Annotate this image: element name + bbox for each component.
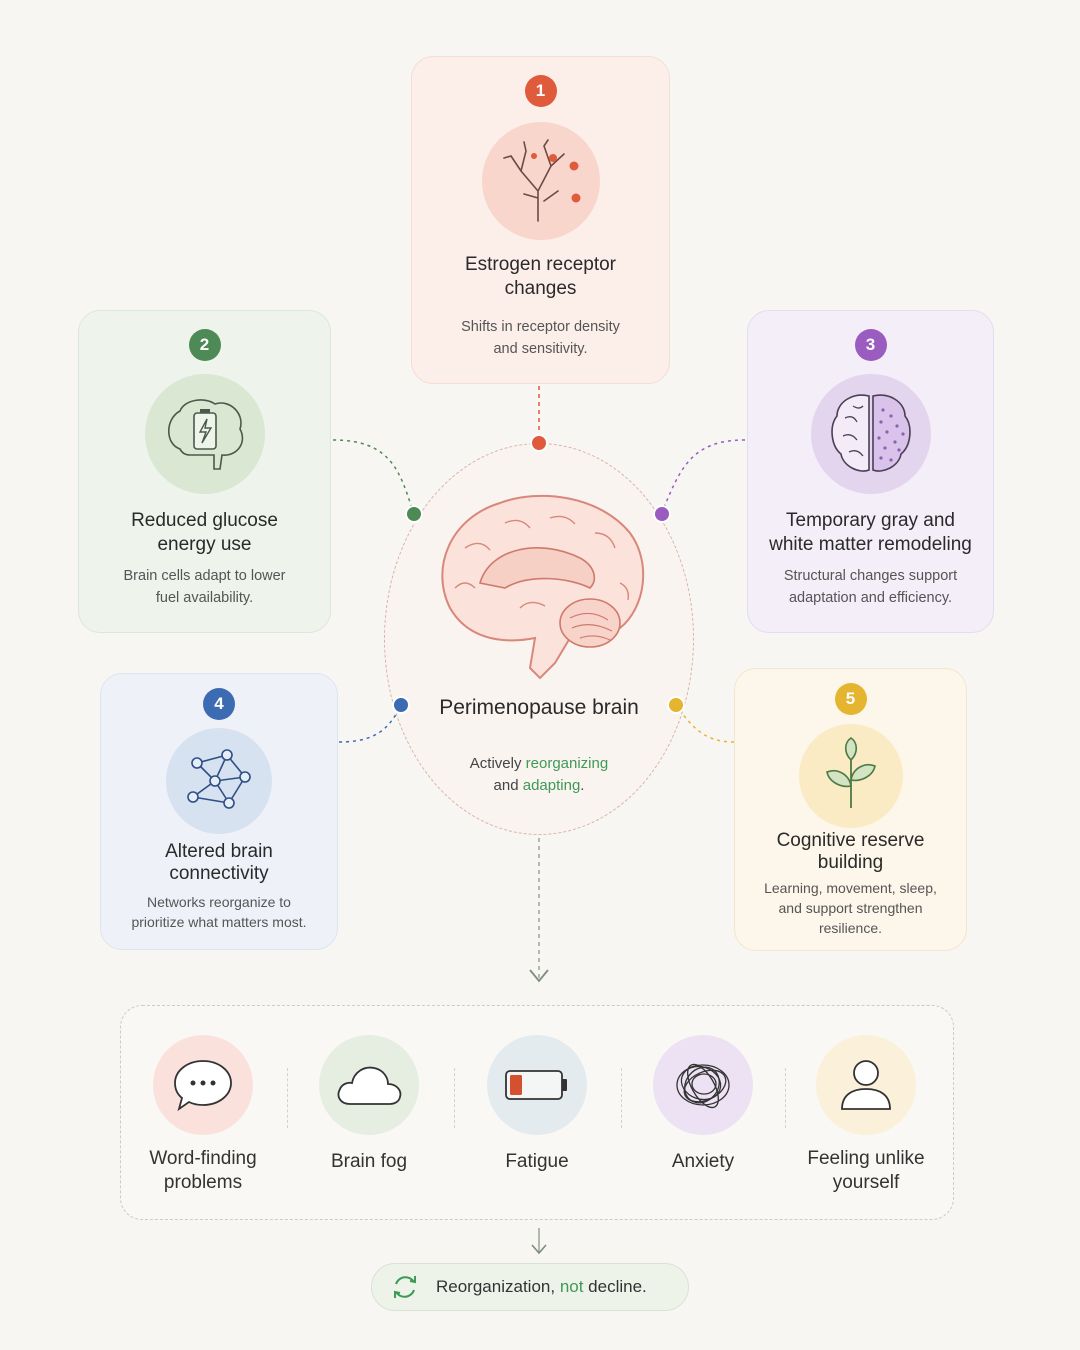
cycle-arrows-icon — [394, 1276, 416, 1298]
sprout-icon — [798, 724, 903, 828]
step-badge: 2 — [188, 329, 221, 361]
network-icon — [166, 728, 272, 834]
card-title: Altered brain connectivity — [165, 841, 273, 884]
step-badge: 3 — [854, 329, 887, 361]
divider — [785, 1068, 786, 1128]
card-cognitive-reserve: 5 Cognitive reserve building Learning, m… — [734, 668, 967, 951]
card-description: Structural changes support adaptation an… — [783, 568, 958, 606]
card-title: Estrogen receptor changes — [464, 254, 617, 299]
step-badge: 4 — [203, 688, 235, 720]
brain-hemispheres-icon — [810, 374, 931, 494]
card-title: Temporary gray and white matter remodeli… — [769, 510, 972, 555]
low-battery-icon — [487, 1035, 587, 1135]
down-arrow-head-2 — [531, 1244, 547, 1255]
highlight-reorganizing: reorganizing — [525, 755, 609, 772]
card-brain-connectivity: 4 Altered brain connectivity Networks re… — [100, 673, 338, 950]
divider — [287, 1068, 288, 1128]
symptom-label: Fatigue — [505, 1151, 569, 1172]
connector-dot-3 — [653, 505, 671, 523]
brain-sagittal-icon — [441, 494, 645, 680]
card-title: Reduced glucose energy use — [131, 510, 278, 555]
step-badge: 5 — [834, 683, 867, 715]
neuron-receptor-icon — [481, 122, 600, 240]
center-title: Perimenopause brain — [439, 696, 639, 719]
conclusion-text: Reorganization, not decline. — [436, 1277, 647, 1296]
cloud-icon — [319, 1035, 419, 1135]
symptom-label: Word-finding problems — [149, 1148, 257, 1193]
step-badge: 1 — [524, 75, 557, 107]
symptom-label: Feeling unlike yourself — [807, 1148, 925, 1193]
connector-dot-2 — [405, 505, 423, 523]
highlight-adapting: adapting — [522, 777, 581, 794]
divider — [454, 1068, 455, 1128]
connector-dot-4 — [392, 696, 410, 714]
brain-battery-icon — [144, 374, 265, 494]
card-title: Cognitive reserve building — [776, 830, 925, 873]
connector-2 — [332, 439, 414, 513]
conclusion-highlight: not — [559, 1277, 584, 1296]
center-description: Actively reorganizing and adapting. — [469, 755, 609, 794]
connector-dot-1 — [530, 434, 548, 452]
speech-bubble-icon — [153, 1035, 253, 1135]
card-glucose-energy: 2 Reduced glucose energy use Brain cells… — [78, 310, 331, 633]
card-description: Shifts in receptor density and sensitivi… — [461, 319, 620, 357]
card-description: Brain cells adapt to lower fuel availabi… — [123, 568, 286, 606]
symptom-label: Brain fog — [330, 1151, 408, 1172]
down-arrow-head — [529, 969, 549, 983]
scribble-icon — [653, 1035, 753, 1135]
connector-3 — [661, 439, 746, 513]
divider — [621, 1068, 622, 1128]
connector-dot-5 — [667, 696, 685, 714]
card-description: Learning, movement, sleep, and support s… — [764, 880, 937, 936]
person-icon — [816, 1035, 916, 1135]
card-description: Networks reorganize to prioritize what m… — [131, 894, 307, 930]
card-gray-white-matter: 3 Temporary gray and white matter remode… — [747, 310, 994, 633]
conclusion-pill: Reorganization, not decline. — [371, 1263, 689, 1311]
card-estrogen-receptor: 1 Estrogen receptor changes Shifts in re… — [411, 56, 670, 384]
symptom-label: Anxiety — [671, 1151, 735, 1172]
